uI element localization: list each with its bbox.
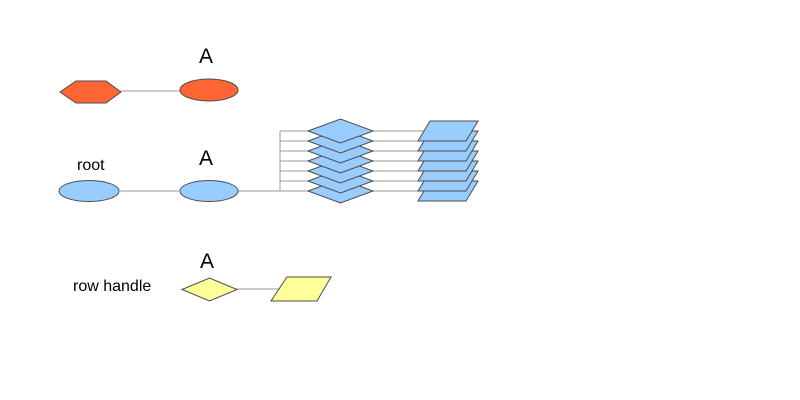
- label-root: root: [77, 157, 105, 174]
- node-ellipse-orange-a: [179, 78, 239, 102]
- node-ellipse-blue-a: [179, 180, 239, 202]
- diamond-stack: [306, 118, 375, 204]
- node-diamond-row-handle: [180, 277, 239, 302]
- label-top-a: A: [199, 45, 213, 68]
- label-middle-a: A: [199, 147, 213, 170]
- level-lines: [373, 130, 424, 192]
- node-ellipse-root: [58, 180, 120, 202]
- branch-lines: [280, 130, 308, 192]
- label-row-handle: row handle: [73, 278, 151, 295]
- label-bottom-a: A: [200, 250, 214, 273]
- stack-diamond-1: [306, 118, 375, 144]
- stack-parallelogram-1: [417, 120, 479, 142]
- parallelogram-stack: [417, 120, 479, 202]
- node-hexagon-orange: [59, 80, 122, 104]
- node-parallelogram-yellow: [270, 276, 332, 302]
